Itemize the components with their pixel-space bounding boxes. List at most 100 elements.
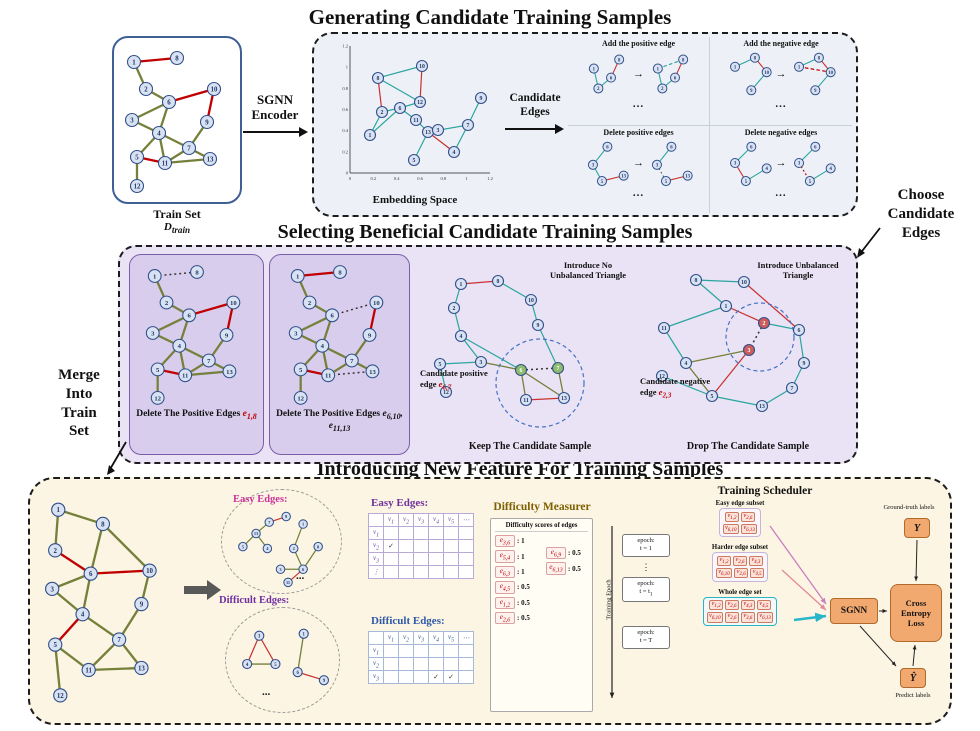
svg-text:1: 1: [657, 67, 660, 72]
svg-text:6: 6: [330, 313, 334, 320]
training-epoch-axis-label: Training Epoch: [605, 579, 613, 620]
svg-text:0: 0: [346, 171, 349, 176]
svg-text:9: 9: [814, 89, 817, 94]
svg-text:1: 1: [369, 133, 372, 139]
svg-text:12: 12: [659, 374, 665, 380]
svg-text:6: 6: [187, 313, 191, 320]
svg-text:10: 10: [828, 71, 833, 76]
svg-text:13: 13: [369, 369, 376, 376]
difficulty-item: e1,2: 0.5: [495, 596, 546, 609]
svg-text:0.8: 0.8: [342, 86, 348, 91]
difficulty-item: e4,5: 0.5: [495, 581, 546, 594]
svg-text:1: 1: [303, 632, 306, 637]
svg-text:10: 10: [741, 280, 747, 286]
drop-sample-caption: Drop The Candidate Sample: [686, 441, 810, 452]
edge-chip: v2,6: [733, 555, 747, 567]
svg-text:6: 6: [674, 76, 677, 81]
svg-text:0.4: 0.4: [394, 176, 400, 181]
transform-arrow-icon: →: [775, 68, 787, 80]
svg-text:9: 9: [205, 119, 209, 126]
svg-text:7: 7: [207, 358, 211, 365]
svg-text:6: 6: [798, 328, 801, 334]
svg-text:7: 7: [350, 358, 354, 365]
svg-text:2: 2: [453, 306, 456, 312]
svg-text:8: 8: [497, 279, 500, 285]
svg-text:13: 13: [207, 156, 214, 163]
edge-chip: v2,6: [725, 612, 739, 623]
difficult-edges-cluster-label: Difficult Edges:: [219, 595, 290, 606]
svg-text:5: 5: [53, 642, 57, 649]
transform-arrow-icon: →: [775, 156, 787, 169]
easy-table-title: Easy Edges:: [371, 497, 429, 509]
svg-text:10: 10: [419, 64, 425, 70]
predict-labels-text: Predict labels: [895, 692, 931, 699]
svg-text:6: 6: [750, 145, 753, 150]
choose-flow-arrow: [857, 227, 881, 258]
svg-text:4: 4: [765, 167, 768, 172]
table-row: v2✓: [368, 539, 474, 553]
svg-text:6: 6: [814, 145, 817, 150]
svg-text:12: 12: [134, 183, 141, 190]
svg-text:4: 4: [177, 343, 181, 350]
svg-text:3: 3: [480, 360, 483, 366]
svg-text:2: 2: [144, 86, 148, 93]
svg-text:4: 4: [829, 167, 832, 172]
scheduler-arrows: [609, 525, 919, 698]
svg-text:12: 12: [443, 390, 449, 396]
svg-text:3: 3: [592, 163, 595, 168]
train-set-symbol: Dtrain: [163, 221, 191, 236]
table-row: v1: [368, 526, 474, 540]
svg-text:5: 5: [601, 179, 604, 184]
edge-chip: v2,6: [734, 568, 749, 579]
svg-text:1: 1: [346, 65, 348, 70]
difficulty-scores-header: Difficulty scores of edges: [495, 522, 588, 532]
svg-text:8: 8: [753, 56, 756, 61]
ellipsis: ...: [775, 186, 787, 199]
svg-text:3: 3: [258, 634, 261, 639]
svg-text:13: 13: [685, 174, 690, 179]
transform-arrow-icon: →: [633, 156, 644, 169]
easy-edges-cluster-label: Easy Edges:: [233, 494, 288, 505]
svg-text:1.2: 1.2: [342, 44, 348, 49]
edge-chip: v1,2: [709, 600, 724, 611]
svg-text:4: 4: [685, 361, 688, 367]
svg-text:1: 1: [132, 59, 136, 66]
svg-text:0: 0: [349, 176, 352, 181]
svg-text:13: 13: [621, 174, 626, 179]
svg-text:10: 10: [146, 568, 153, 575]
sgnn-box: SGNN: [830, 598, 878, 624]
epoch-ellipsis: ⋮: [641, 561, 651, 572]
panel-caption: Delete The Positive Edges e1,8: [136, 409, 257, 421]
train-set-label: Train Set: [153, 207, 201, 221]
svg-text:0.8: 0.8: [441, 176, 447, 181]
encoder-arrow: [243, 127, 308, 137]
svg-text:8: 8: [682, 58, 685, 63]
difficulty-item: e6,9: 0.5: [546, 547, 588, 560]
svg-text:9: 9: [537, 323, 540, 329]
svg-text:8: 8: [338, 269, 342, 276]
svg-text:1.2: 1.2: [487, 176, 493, 181]
svg-text:8: 8: [317, 544, 320, 549]
svg-text:5: 5: [274, 663, 277, 668]
difficulty-measurer-title: Difficulty Measurer: [493, 501, 591, 513]
svg-text:4: 4: [246, 663, 249, 668]
svg-text:2: 2: [597, 87, 600, 92]
edge-chip: v3,6: [741, 612, 755, 623]
